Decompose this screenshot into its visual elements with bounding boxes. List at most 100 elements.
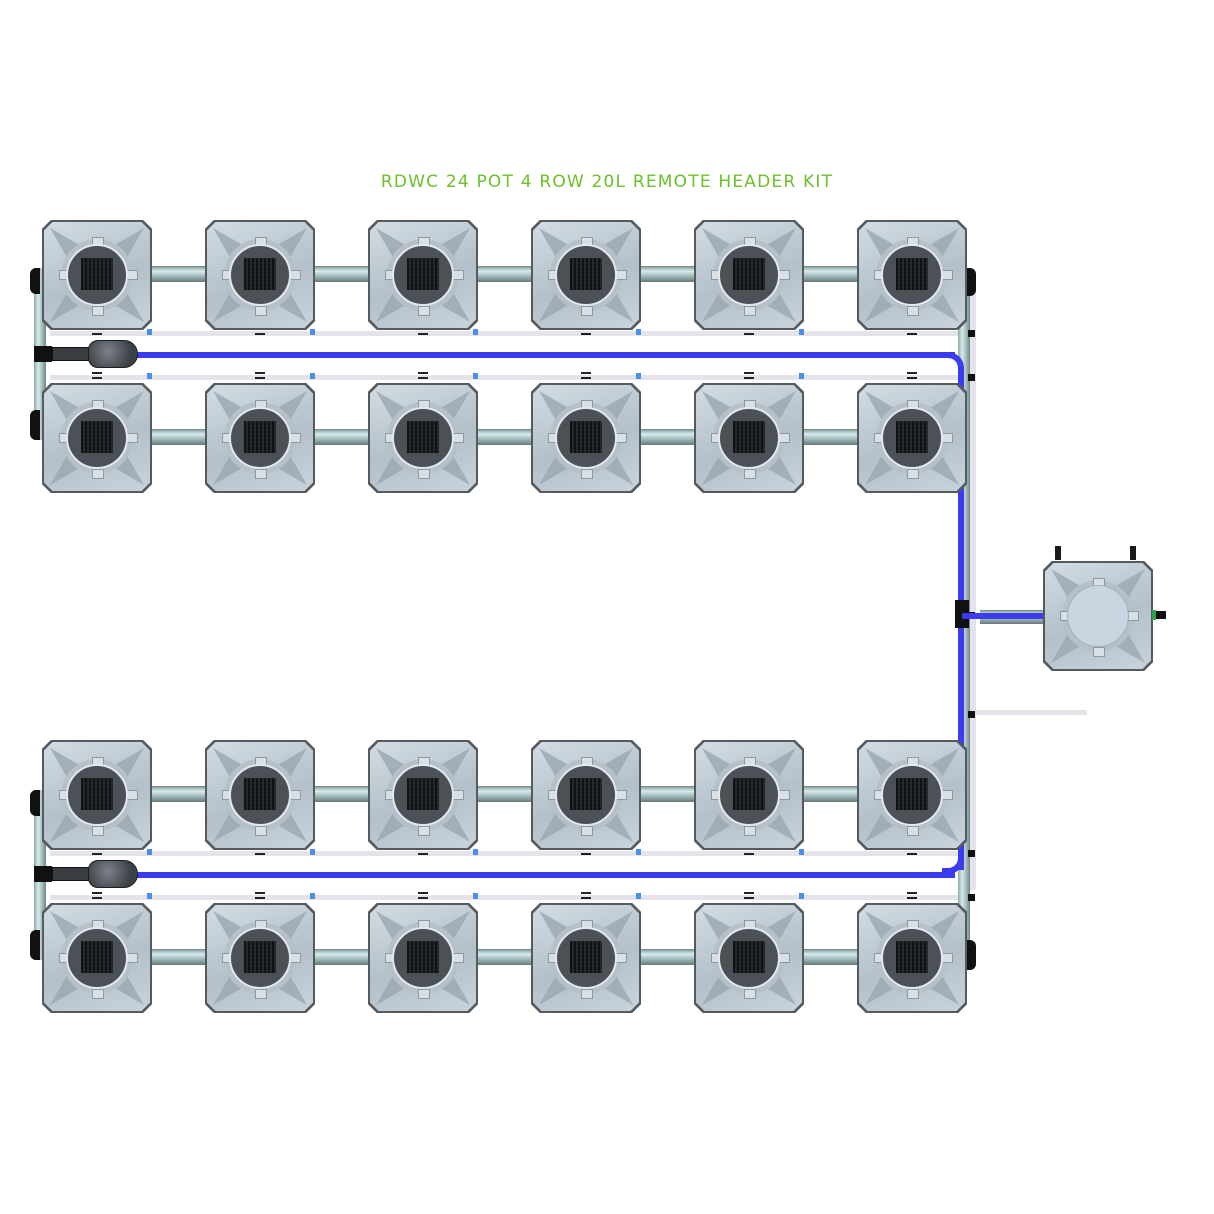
lid-tab	[744, 306, 756, 316]
net-pot-mesh-icon	[407, 941, 439, 973]
rail-clip-blue	[636, 329, 641, 335]
remote-header-tank[interactable]	[1043, 561, 1153, 671]
connecting-pipe	[476, 786, 533, 802]
lid-tab	[418, 826, 430, 836]
grow-pot-r4-c4[interactable]	[531, 903, 641, 1013]
grow-pot-r1-c2[interactable]	[205, 220, 315, 330]
grow-pot-r3-c1[interactable]	[42, 740, 152, 850]
rail-clip-blue	[473, 373, 478, 379]
pot-lid	[555, 407, 617, 469]
rail-clip-blue	[799, 373, 804, 379]
connecting-pipe	[313, 429, 370, 445]
lid-tab	[418, 469, 430, 479]
net-pot-mesh-icon	[244, 941, 276, 973]
grow-pot-r2-c4[interactable]	[531, 383, 641, 493]
pump-fitting	[34, 346, 52, 362]
rail-stop	[968, 894, 975, 901]
pump-connector	[52, 867, 90, 881]
connecting-pipe	[639, 949, 696, 965]
return-line-bottom	[135, 872, 955, 878]
connecting-pipe	[313, 786, 370, 802]
connecting-pipe	[802, 429, 859, 445]
support-rail	[50, 851, 970, 856]
lid-tab	[581, 306, 593, 316]
grow-pot-r1-c4[interactable]	[531, 220, 641, 330]
net-pot-mesh-icon	[81, 778, 113, 810]
lid-tab	[255, 469, 267, 479]
header-antenna	[1055, 546, 1061, 560]
rail-clip-blue	[147, 893, 152, 899]
grow-pot-r1-c5[interactable]	[694, 220, 804, 330]
net-pot-mesh-icon	[896, 778, 928, 810]
net-pot-mesh-icon	[407, 258, 439, 290]
header-feed-line	[962, 613, 1044, 619]
return-pump-icon[interactable]	[88, 860, 138, 888]
rail-clip-blue	[799, 893, 804, 899]
lid-tab	[744, 989, 756, 999]
lid-tab	[581, 989, 593, 999]
rail-clip-blue	[473, 893, 478, 899]
grow-pot-r3-c4[interactable]	[531, 740, 641, 850]
connecting-pipe	[639, 786, 696, 802]
lid-tab	[92, 826, 104, 836]
grow-pot-r4-c2[interactable]	[205, 903, 315, 1013]
grow-pot-r1-c3[interactable]	[368, 220, 478, 330]
lid-tab	[907, 989, 919, 999]
lid-tab	[907, 826, 919, 836]
connecting-pipe	[639, 429, 696, 445]
right-rail	[970, 290, 976, 890]
rail-clip	[92, 372, 102, 379]
connecting-pipe	[476, 949, 533, 965]
grow-pot-r4-c3[interactable]	[368, 903, 478, 1013]
rail-clip-blue	[310, 893, 315, 899]
rail-clip	[744, 372, 754, 379]
grow-pot-r1-c1[interactable]	[42, 220, 152, 330]
grow-pot-r2-c5[interactable]	[694, 383, 804, 493]
lid-tab	[907, 306, 919, 316]
grow-pot-r1-c6[interactable]	[857, 220, 967, 330]
rail-stop	[968, 711, 975, 718]
grow-pot-r2-c6[interactable]	[857, 383, 967, 493]
support-rail	[50, 895, 970, 900]
pump-connector	[52, 347, 90, 361]
rail-clip	[581, 892, 591, 899]
grow-pot-r3-c2[interactable]	[205, 740, 315, 850]
rail-clip-blue	[473, 849, 478, 855]
grow-pot-r4-c5[interactable]	[694, 903, 804, 1013]
grow-pot-r2-c3[interactable]	[368, 383, 478, 493]
net-pot-mesh-icon	[570, 778, 602, 810]
connecting-pipe	[476, 266, 533, 282]
grow-pot-r2-c1[interactable]	[42, 383, 152, 493]
lid-tab	[92, 469, 104, 479]
grow-pot-r4-c1[interactable]	[42, 903, 152, 1013]
net-pot-mesh-icon	[733, 421, 765, 453]
grow-pot-r3-c5[interactable]	[694, 740, 804, 850]
net-pot-mesh-icon	[896, 941, 928, 973]
grow-pot-r4-c6[interactable]	[857, 903, 967, 1013]
net-pot-mesh-icon	[244, 421, 276, 453]
grow-pot-r2-c2[interactable]	[205, 383, 315, 493]
rail-clip-blue	[147, 849, 152, 855]
connecting-pipe	[150, 786, 207, 802]
net-pot-mesh-icon	[733, 778, 765, 810]
rail-stop	[968, 850, 975, 857]
rail-stop	[968, 374, 975, 381]
lid-tab	[255, 826, 267, 836]
grow-pot-r3-c6[interactable]	[857, 740, 967, 850]
net-pot-mesh-icon	[407, 778, 439, 810]
connecting-pipe	[476, 429, 533, 445]
return-line-top	[135, 352, 955, 358]
support-rail	[50, 331, 970, 336]
lid-tab	[907, 469, 919, 479]
grow-pot-r3-c3[interactable]	[368, 740, 478, 850]
lid-tab	[92, 306, 104, 316]
return-pump-icon[interactable]	[88, 340, 138, 368]
rail-clip-blue	[799, 329, 804, 335]
lid-tab	[92, 989, 104, 999]
connecting-pipe	[802, 266, 859, 282]
header-outlet-green	[1152, 610, 1156, 620]
right-end-cap	[966, 940, 976, 970]
rail-clip	[744, 892, 754, 899]
return-line-elbow	[942, 352, 964, 374]
rail-clip	[255, 892, 265, 899]
